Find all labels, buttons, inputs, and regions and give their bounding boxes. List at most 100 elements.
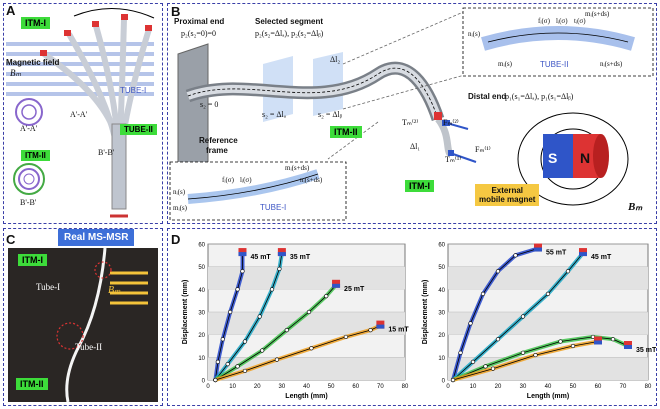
data-point xyxy=(309,346,314,351)
magnet-marker xyxy=(534,247,542,252)
series-label: 55 mT xyxy=(546,250,567,257)
panel-a xyxy=(3,3,163,224)
x-axis-label: Length (mm) xyxy=(285,393,327,400)
data-point xyxy=(470,359,476,364)
inset-top-nds: nᵢ(s+ds) xyxy=(600,60,623,68)
n-pole-label: N xyxy=(580,150,591,166)
external-label: External xyxy=(491,186,524,195)
inset-bot-ns: nᵢ(s) xyxy=(173,188,186,196)
inset-bot-ms: mᵢ(s) xyxy=(173,204,187,212)
selected-segment-label: Selected segment xyxy=(255,17,324,26)
reference-label: Reference xyxy=(199,136,238,145)
data-point xyxy=(277,266,282,272)
s0-label: s₂ = 0 xyxy=(200,100,219,109)
data-point xyxy=(495,337,501,342)
data-point xyxy=(570,343,576,349)
x-tick-label: 10 xyxy=(470,384,477,390)
series-label: 35 mT xyxy=(290,254,311,261)
frame-label: frame xyxy=(206,146,228,155)
fm1-label: Fₘ⁽¹⁾ xyxy=(475,145,491,154)
data-point xyxy=(483,364,488,369)
data-point xyxy=(368,328,373,333)
y-tick-label: 40 xyxy=(198,288,205,294)
data-point xyxy=(260,348,265,353)
field-symbol: Bₘ xyxy=(10,68,22,78)
x-tick-label: 50 xyxy=(328,384,335,390)
tube1-label-c: Tube-I xyxy=(36,282,61,292)
inset-top-ts: tᵢ(σ) xyxy=(574,17,586,25)
y-axis-label: Displacement (mm) xyxy=(422,280,429,345)
y-tick-label: 10 xyxy=(198,356,205,362)
grid-band xyxy=(208,357,405,380)
tube2-tag-a: TUBE-II xyxy=(120,124,157,135)
x-tick-label: 80 xyxy=(645,384,652,390)
x-tick-label: 70 xyxy=(620,384,627,390)
data-point xyxy=(495,269,501,274)
data-point xyxy=(545,291,551,296)
fm2-label: Fₘ⁽²⁾ xyxy=(443,118,459,127)
data-point xyxy=(533,352,538,358)
y-tick-label: 20 xyxy=(438,333,445,339)
y-tick-label: 30 xyxy=(438,311,445,317)
y-axis-label: Displacement (mm) xyxy=(182,280,189,345)
magnet-marker xyxy=(238,252,247,257)
x-tick-label: 30 xyxy=(520,384,527,390)
magnet-marker xyxy=(594,340,602,345)
data-point xyxy=(215,359,220,364)
magnet-marker xyxy=(277,248,286,257)
data-point xyxy=(610,337,616,342)
tube2-label-c: Tube-II xyxy=(75,342,103,352)
y-tick-label: 60 xyxy=(438,243,445,249)
y-tick-label: 40 xyxy=(438,288,445,294)
itm2-tag-c: ITM-II xyxy=(16,378,48,390)
distal-end-label: Distal end xyxy=(468,92,507,101)
magnet-marker xyxy=(277,252,286,257)
data-point xyxy=(242,339,248,344)
grid-band xyxy=(208,266,405,290)
x-axis-label: Length (mm) xyxy=(527,393,569,400)
itm2-tag-a: ITM-II xyxy=(21,150,50,161)
real-ms-msr-tag: Real MS-MSR xyxy=(58,229,135,246)
x-tick-label: 40 xyxy=(545,384,552,390)
data-point xyxy=(324,294,329,299)
dl2-label: Δl₂ xyxy=(330,55,341,64)
panel-a-label: A xyxy=(6,3,16,18)
x-tick-label: 30 xyxy=(279,384,286,390)
series-label: 25 mT xyxy=(344,286,365,293)
inset-top-mds: mᵢ(s+ds) xyxy=(585,10,610,18)
y-tick-label: 50 xyxy=(198,265,205,271)
grid-band xyxy=(448,266,648,290)
magnet-marker xyxy=(376,324,385,329)
x-tick-label: 0 xyxy=(206,384,210,390)
x-tick-label: 20 xyxy=(495,384,502,390)
data-point xyxy=(343,334,348,340)
section-bb-marker: B'-B' xyxy=(98,148,115,157)
data-point xyxy=(274,357,280,362)
section-aa-caption: A'-A' xyxy=(20,124,38,133)
data-point xyxy=(450,377,456,383)
data-point xyxy=(458,350,463,355)
magnet-marker xyxy=(579,248,587,257)
data-point xyxy=(565,269,571,274)
y-tick-label: 50 xyxy=(438,265,445,271)
data-point xyxy=(513,253,518,258)
x-tick-label: 20 xyxy=(254,384,261,390)
bm-label-c: Bₘ xyxy=(108,285,121,296)
data-point xyxy=(213,377,218,383)
panel-c xyxy=(3,228,163,406)
inset-top-ms: mᵢ(s) xyxy=(498,60,512,68)
inset-bot-nds: nᵢ(s+ds) xyxy=(300,176,323,184)
section-aa-marker: A'-A' xyxy=(70,110,88,119)
panel-b-illustration xyxy=(169,7,654,221)
data-point xyxy=(520,314,526,319)
magnet-marker xyxy=(332,283,341,288)
inset-bot-fs: fᵢ(σ) xyxy=(222,176,234,184)
data-point xyxy=(558,339,563,344)
panel-b-label: B xyxy=(171,4,181,19)
x-tick-label: 80 xyxy=(402,384,409,390)
tm1-label: Tₘ⁽¹⁾ xyxy=(445,155,462,164)
data-point xyxy=(225,362,230,367)
data-point xyxy=(235,364,240,369)
series-label: 45 mT xyxy=(591,254,612,261)
